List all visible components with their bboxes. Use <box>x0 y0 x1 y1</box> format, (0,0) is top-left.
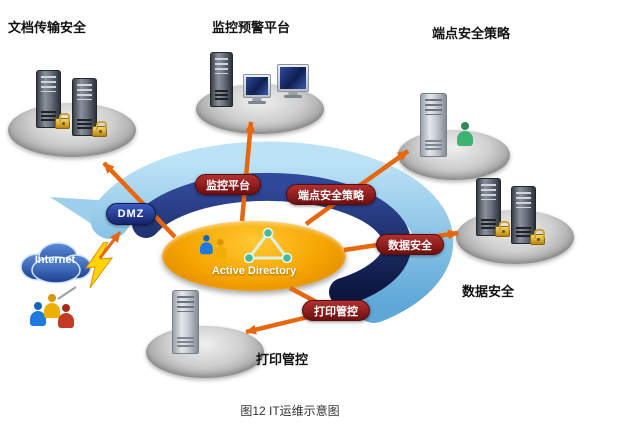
swoosh-tail <box>50 197 112 237</box>
figure-caption: 图12 IT运维示意图 <box>240 404 340 418</box>
monitor-screen <box>246 77 268 95</box>
label-monitor-warning-platform: 监控预警平台 <box>212 20 291 35</box>
monitor-platform-node: 监控平台 <box>195 174 261 195</box>
padlock-icon <box>495 221 510 237</box>
arrow-to-doc-security <box>102 161 177 239</box>
person-icon <box>58 304 74 328</box>
person-icon <box>214 239 227 259</box>
person-icon <box>44 294 60 318</box>
padlock-icon <box>530 229 545 245</box>
arrow-to-monitor <box>239 121 256 222</box>
users-to-cloud-line <box>57 286 77 300</box>
platform-print <box>146 326 264 378</box>
internet-users-group <box>28 294 88 342</box>
platform-endpoint <box>398 130 510 180</box>
endpoint-policy-node: 端点安全策略 <box>286 184 376 205</box>
server-icon <box>511 186 536 244</box>
padlock-icon <box>92 121 107 137</box>
triangle-network-icon <box>244 227 292 263</box>
print-control-node: 打印管控 <box>302 300 370 321</box>
server-icon <box>420 93 447 157</box>
label-print-control: 打印管控 <box>256 352 309 367</box>
server-icon <box>210 52 233 107</box>
arrow-to-print <box>245 314 309 335</box>
label-doc-transfer-security: 文档传输安全 <box>8 20 87 35</box>
lightning-icon <box>84 242 114 289</box>
label-endpoint-security-policy: 端点安全策略 <box>432 26 511 41</box>
internet-label: Internet <box>34 254 76 266</box>
monitor-icon <box>277 64 309 98</box>
monitor-screen <box>280 67 306 89</box>
person-icon <box>30 302 46 326</box>
person-icon <box>457 122 473 146</box>
dmz-node: DMZ <box>106 203 156 225</box>
server-icon <box>476 178 501 236</box>
arrow-internet-to-dmz <box>98 231 122 259</box>
active-directory-hub: Active Directory <box>162 221 346 291</box>
data-security-node: 数据安全 <box>376 234 444 255</box>
server-icon <box>172 290 199 354</box>
active-directory-label: Active Directory <box>211 265 297 277</box>
label-data-security: 数据安全 <box>462 284 515 299</box>
padlock-icon <box>55 113 70 129</box>
monitor-icon <box>243 74 271 104</box>
person-icon <box>200 235 213 255</box>
